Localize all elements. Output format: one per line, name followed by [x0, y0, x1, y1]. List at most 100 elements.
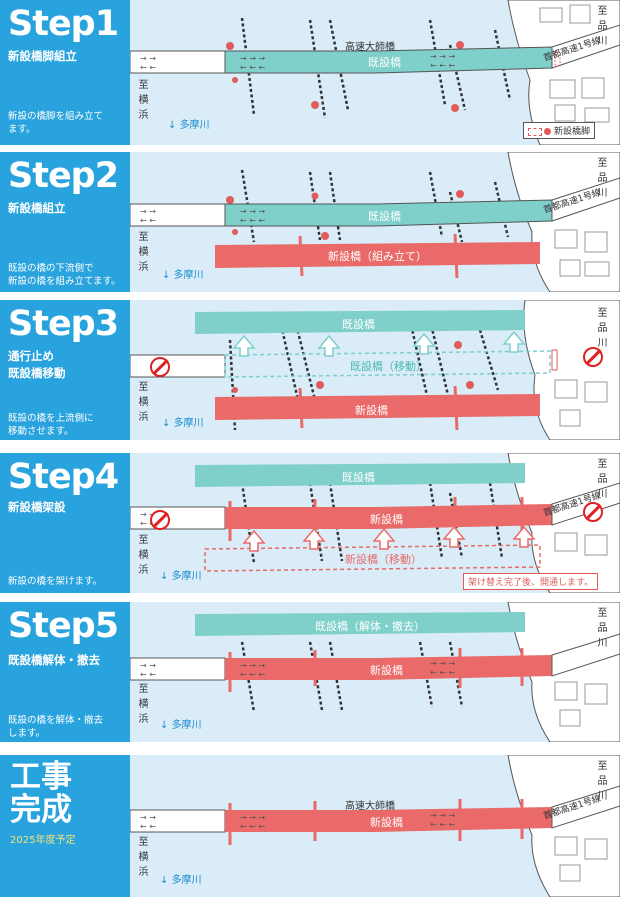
step3-sidebar: Step3 通行止め 既設橋移動 既設の橋を上流側に 移動させます。: [0, 300, 130, 440]
step2-new-bridge-label: 新設橋（組み立て）: [328, 250, 427, 263]
step3-to-shinagawa: 至 品 川: [597, 308, 608, 349]
step1-to-shinagawa: 至 品 川: [597, 6, 608, 47]
completion-river-label: ↓ 多摩川: [160, 875, 202, 886]
step2-title: Step2: [8, 156, 119, 196]
arrow-up-icon: [242, 525, 536, 552]
completion-map: → →← ← → → →← ← ← → → →← ← ← 高速大師橋 新設橋 首…: [130, 755, 620, 897]
step1-diagram: → →← ← → → →← ← ← → → →← ← ←: [130, 0, 620, 145]
completion-to-yokohama: 至 横 浜: [138, 837, 149, 878]
step1-to-yokohama: 至 横 浜: [138, 80, 149, 121]
svg-text:← ← ←: ← ← ←: [430, 61, 455, 70]
svg-text:→ → →: → → →: [240, 54, 265, 63]
step4-new-bridge-label: 新設橋: [370, 513, 403, 526]
no-entry-icon: [150, 357, 170, 377]
step2-river-text: 多摩川: [173, 270, 204, 281]
step4-panel: Step4 新設橋架設 新設の橋を架けます。: [0, 453, 620, 593]
step2-diagram: → →← ← → → →← ← ←: [130, 152, 620, 292]
step3-diagram: [130, 300, 620, 440]
step4-map: → →← ← 既設橋 新設橋 新設橋（移動） 首都高速1号線 至 横 浜 至 品…: [130, 453, 620, 593]
step2-description: 既設の橋の下流側で 新設の橋を組み立てます。: [8, 263, 121, 287]
step4-diagram: → →← ←: [130, 453, 620, 593]
completion-sidebar: 工事 完成 2025年度予定: [0, 755, 130, 897]
step2-map: → →← ← → → →← ← ← 既設橋 新設橋（組み立て） 首都高速1号線 …: [130, 152, 620, 292]
step1-sidebar: Step1 新設橋脚組立 新設の橋脚を組み立て ます。: [0, 0, 130, 145]
svg-text:→ → →: → → →: [240, 813, 265, 822]
step2-to-yokohama: 至 横 浜: [138, 232, 149, 273]
step3-description: 既設の橋を上流側に 移動させます。: [8, 413, 94, 437]
step3-river-text: 多摩川: [173, 418, 204, 429]
step3-panel: Step3 通行止め 既設橋移動 既設の橋を上流側に 移動させます。: [0, 300, 620, 440]
svg-text:→ →: → →: [140, 661, 156, 670]
step5-to-shinagawa: 至 品 川: [597, 608, 608, 649]
svg-text:← ← ←: ← ← ←: [240, 63, 265, 72]
completion-to-shinagawa: 至 品 川: [597, 761, 608, 802]
step5-description: 既設の橋を解体・撤去 します。: [8, 715, 104, 739]
step2-existing-bridge-label: 既設橋: [368, 210, 401, 223]
svg-text:→ → →: → → →: [430, 659, 455, 668]
completion-schedule: 2025年度予定: [10, 835, 76, 846]
step1-subtitle: 新設橋脚組立: [8, 49, 77, 63]
step4-to-yokohama: 至 横 浜: [138, 535, 149, 576]
step1-title: Step1: [8, 4, 119, 44]
svg-text:← ← ←: ← ← ←: [430, 668, 455, 677]
step1-legend-text: 新設橋脚: [554, 127, 591, 137]
svg-text:→ → →: → → →: [430, 52, 455, 61]
step1-legend: 新設橋脚: [523, 122, 596, 139]
svg-text:→ →: → →: [140, 813, 156, 822]
svg-text:→ → →: → → →: [240, 661, 265, 670]
step3-subtitle: 通行止め 既設橋移動: [8, 349, 66, 380]
svg-text:← ←: ← ←: [140, 216, 156, 225]
step4-river-text: 多摩川: [171, 571, 202, 582]
arrow-up-icon: [232, 330, 526, 357]
svg-text:← ←: ← ←: [140, 519, 156, 528]
step5-existing-bridge-label: 既設橋（解体・撤去）: [315, 620, 425, 633]
step3-existing-bridge-label: 既設橋: [342, 318, 375, 331]
completion-river-text: 多摩川: [171, 875, 202, 886]
step1-bridge-name: 高速大師橋: [345, 42, 395, 53]
step3-title: Step3: [8, 304, 119, 344]
svg-text:← ←: ← ←: [140, 63, 156, 72]
completion-title: 工事 完成: [10, 759, 72, 828]
step1-map: → →← ← → → →← ← ← → → →← ← ← 高速大師橋 既設橋 首…: [130, 0, 620, 145]
step3-moving-bridge-label: 既設橋（移動）: [350, 360, 427, 373]
step4-subtitle: 新設橋架設: [8, 500, 66, 514]
step1-river-text: 多摩川: [179, 120, 210, 131]
step3-river-label: ↓ 多摩川: [162, 418, 204, 429]
step5-new-bridge-label: 新設橋: [370, 664, 403, 677]
step4-description: 新設の橋を架けます。: [8, 576, 103, 587]
step1-description: 新設の橋脚を組み立て ます。: [8, 111, 104, 135]
svg-text:→ →: → →: [140, 510, 156, 519]
step4-notice: 架け替え完了後、開通します。: [463, 573, 599, 590]
step1-panel: Step1 新設橋脚組立 新設の橋脚を組み立て ます。: [0, 0, 620, 145]
step2-subtitle: 新設橋組立: [8, 201, 66, 215]
svg-text:← ←: ← ←: [140, 670, 156, 679]
svg-text:← ← ←: ← ← ←: [430, 820, 455, 829]
step3-to-yokohama: 至 横 浜: [138, 382, 149, 423]
completion-diagram: → →← ← → → →← ← ← → → →← ← ←: [130, 755, 620, 897]
step5-title: Step5: [8, 606, 119, 646]
svg-text:← ← ←: ← ← ←: [240, 822, 265, 831]
step5-river-text: 多摩川: [171, 720, 202, 731]
step2-to-shinagawa: 至 品 川: [597, 158, 608, 199]
svg-text:→ → →: → → →: [240, 207, 265, 216]
step5-diagram: → →← ← → → →← ← ← → → →← ← ←: [130, 602, 620, 742]
step4-moving-bridge-label: 新設橋（移動）: [345, 553, 422, 566]
step5-to-yokohama: 至 横 浜: [138, 684, 149, 725]
step4-existing-bridge-label: 既設橋: [342, 471, 375, 484]
step5-panel: Step5 既設橋解体・撤去 既設の橋を解体・撤去 します。 → →← ← →: [0, 602, 620, 742]
step3-map: 既設橋 既設橋（移動） 新設橋 至 横 浜 至 品 川 ↓ 多摩川: [130, 300, 620, 440]
step5-river-label: ↓ 多摩川: [160, 720, 202, 731]
step5-map: → →← ← → → →← ← ← → → →← ← ← 既設橋（解体・撤去） …: [130, 602, 620, 742]
step4-sidebar: Step4 新設橋架設 新設の橋を架けます。: [0, 453, 130, 593]
svg-text:← ←: ← ←: [140, 822, 156, 831]
no-entry-icon: [583, 502, 603, 522]
step5-sidebar: Step5 既設橋解体・撤去 既設の橋を解体・撤去 します。: [0, 602, 130, 742]
step4-river-label: ↓ 多摩川: [160, 571, 202, 582]
completion-panel: 工事 完成 2025年度予定 → →← ← → → →← ← ← → → →← …: [0, 755, 620, 897]
svg-text:← ← ←: ← ← ←: [240, 216, 265, 225]
step3-new-bridge-label: 新設橋: [355, 404, 388, 417]
completion-new-bridge-label: 新設橋: [370, 816, 403, 829]
no-entry-icon: [583, 347, 603, 367]
completion-bridge-name: 高速大師橋: [345, 801, 395, 812]
step2-river-label: ↓ 多摩川: [162, 270, 204, 281]
